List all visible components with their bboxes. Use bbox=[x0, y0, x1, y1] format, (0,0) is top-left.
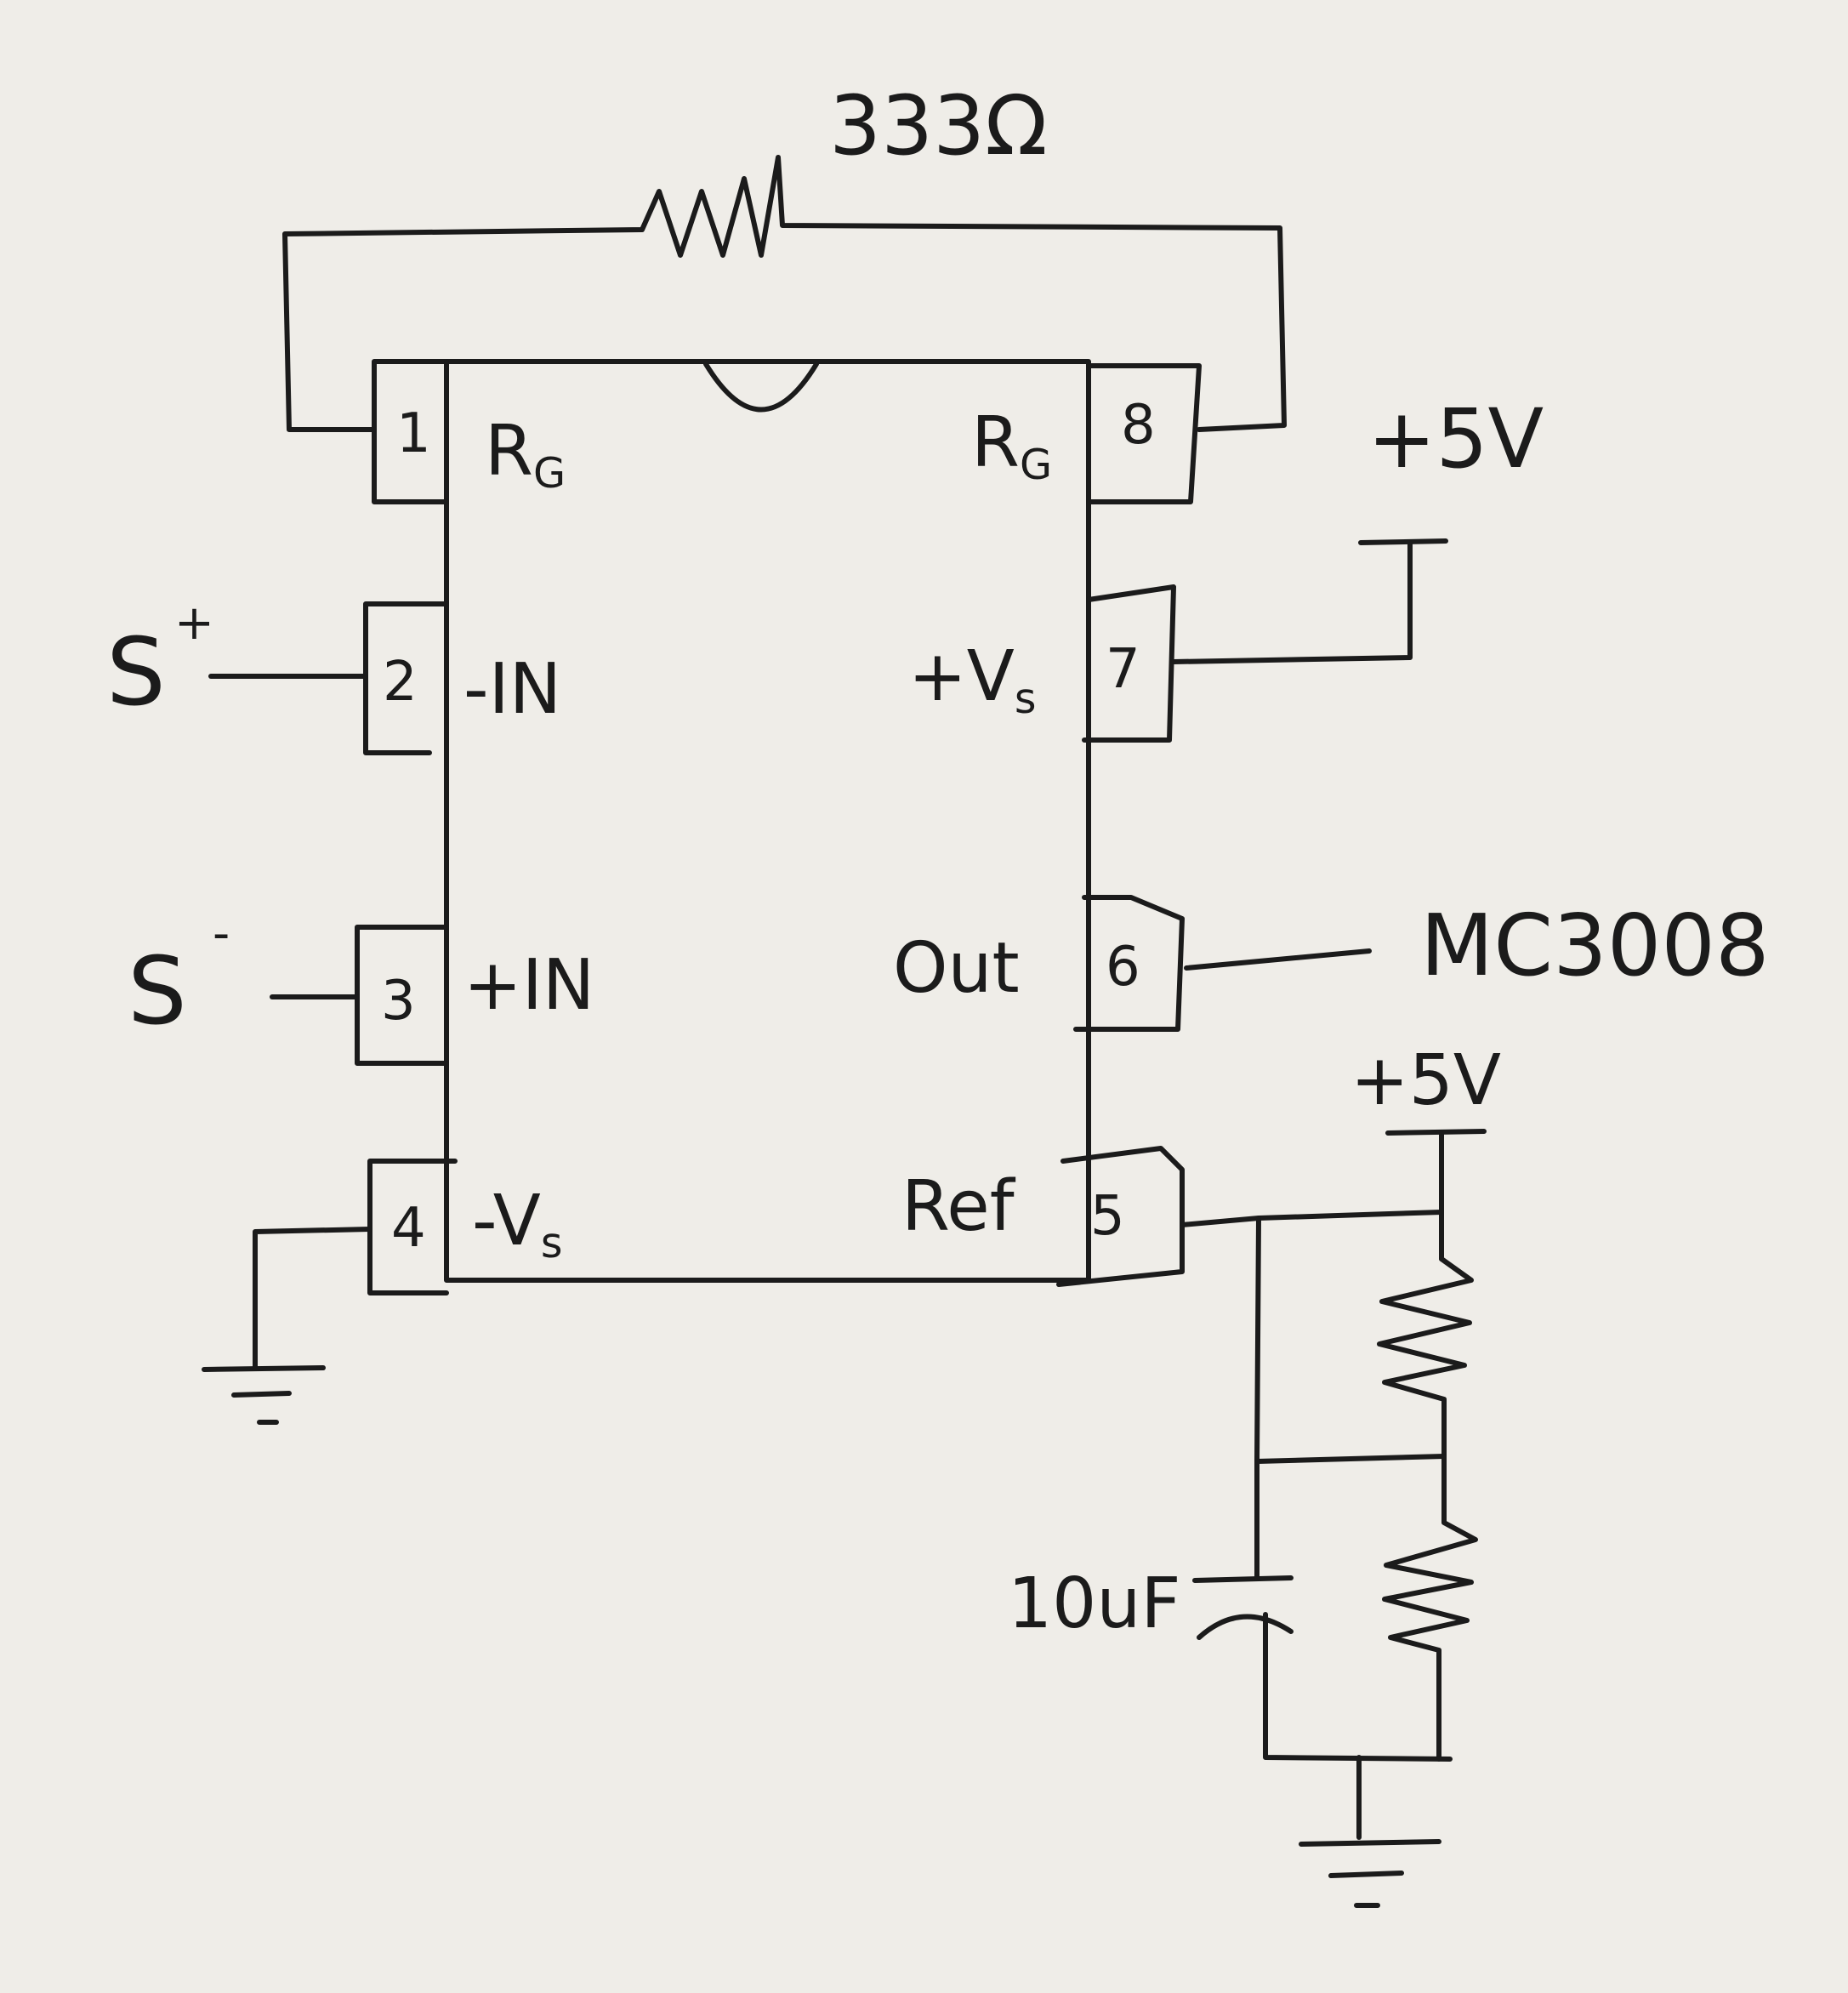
divider-resistor-upper bbox=[1377, 1256, 1474, 1459]
chip-body bbox=[444, 359, 1091, 1283]
pin-6-label: Out bbox=[893, 928, 1020, 1009]
pin-2-number: 2 bbox=[383, 651, 418, 714]
gain-resistor-label: 333Ω bbox=[829, 78, 1048, 174]
pin-7-number: 7 bbox=[1106, 638, 1140, 701]
pin-8-number: 8 bbox=[1121, 394, 1156, 457]
supply-label-top: +5V bbox=[1368, 391, 1544, 487]
pin-7-label: +Vs bbox=[908, 636, 1037, 723]
pin-5-number: 5 bbox=[1090, 1185, 1125, 1248]
s-minus-sign: - bbox=[213, 906, 230, 961]
pin7-supply-wire bbox=[1171, 540, 1413, 664]
pin-8-label: RG bbox=[971, 402, 1053, 489]
pin-5-label: Ref bbox=[901, 1166, 1015, 1247]
divider-midpoint-wire bbox=[1254, 1216, 1447, 1464]
supply-label-bottom: +5V bbox=[1350, 1040, 1501, 1121]
pin-2-label: -IN bbox=[463, 649, 562, 730]
pin-5-box bbox=[1056, 1146, 1185, 1287]
capacitor-plate-curved bbox=[1197, 1614, 1294, 1640]
capacitor-label: 10uF bbox=[1008, 1563, 1181, 1644]
output-device-label: MC3008 bbox=[1420, 896, 1770, 995]
pin5-ref-wire bbox=[1180, 1131, 1444, 1261]
pin-6-box bbox=[1073, 895, 1185, 1032]
pin-1-label: RG bbox=[485, 411, 566, 498]
pin6-output-wire bbox=[1184, 948, 1372, 971]
ground-symbol-right bbox=[1299, 1839, 1441, 1908]
gain-resistor-wire bbox=[282, 155, 1287, 432]
capacitor-plate-flat bbox=[1192, 1575, 1294, 1583]
pin-3-label: +IN bbox=[463, 945, 595, 1026]
s-minus-letter: S bbox=[128, 937, 187, 1045]
s-plus-sign: + bbox=[174, 595, 214, 651]
s-plus-letter: S bbox=[106, 618, 166, 726]
pin4-ground-wire bbox=[253, 1227, 372, 1370]
pin-3-number: 3 bbox=[381, 970, 416, 1033]
divider-resistor-lower bbox=[1382, 1454, 1478, 1762]
pin-4-number: 4 bbox=[391, 1197, 426, 1260]
ground-symbol-left bbox=[202, 1365, 326, 1425]
pin-1-number: 1 bbox=[396, 402, 431, 465]
pin-6-number: 6 bbox=[1106, 936, 1140, 999]
pin-4-label: -Vs bbox=[472, 1181, 563, 1267]
supply-bar-bottom bbox=[1385, 1129, 1487, 1136]
supply-bar-top bbox=[1358, 538, 1448, 545]
capacitor-lead-bottom bbox=[1263, 1612, 1453, 1762]
pin-8-box bbox=[1086, 363, 1202, 504]
pin-7-box bbox=[1082, 584, 1176, 743]
chip-notch bbox=[703, 362, 819, 413]
